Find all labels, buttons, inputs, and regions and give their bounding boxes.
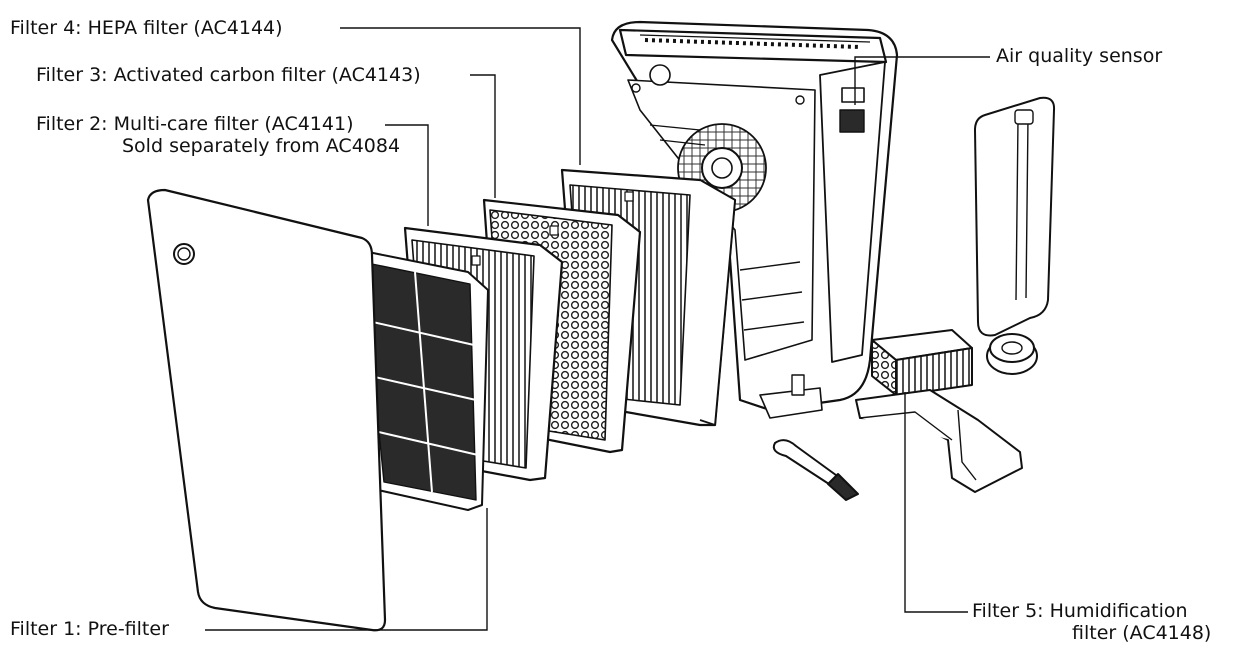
- humidifier-tray: [855, 389, 1023, 493]
- leader-filter5: [904, 392, 968, 613]
- label-filter3: Filter 3: Activated carbon filter (AC414…: [36, 64, 421, 86]
- leader-lines: [205, 27, 990, 631]
- water-tank: [974, 96, 1056, 375]
- leader-filter4: [340, 27, 581, 165]
- label-filter1: Filter 1: Pre-filter: [10, 618, 169, 640]
- label-filter5-line2: filter (AC4148): [1072, 622, 1212, 644]
- label-filter2-line1: Filter 2: Multi-care filter (AC4141): [36, 113, 354, 135]
- label-filter2-line2: Sold separately from AC4084: [122, 135, 401, 157]
- label-filter4: Filter 4: HEPA filter (AC4144): [10, 17, 283, 39]
- label-filter2: Filter 2: Multi-care filter (AC4141) Sol…: [36, 113, 400, 157]
- label-filter5: Filter 5: Humidification filter (AC4148): [972, 600, 1211, 644]
- cleaning-brush: [772, 439, 859, 501]
- leader-air-sensor: [854, 56, 990, 105]
- leader-filter1: [205, 508, 488, 631]
- label-filter5-line1: Filter 5: Humidification: [972, 600, 1188, 622]
- front-panel: [146, 188, 387, 632]
- label-air-sensor: Air quality sensor: [996, 45, 1163, 67]
- leader-filter2: [385, 124, 429, 226]
- humidification-filter: [871, 329, 973, 397]
- pre-filter-mesh: [357, 249, 489, 511]
- leader-filter3: [470, 74, 496, 198]
